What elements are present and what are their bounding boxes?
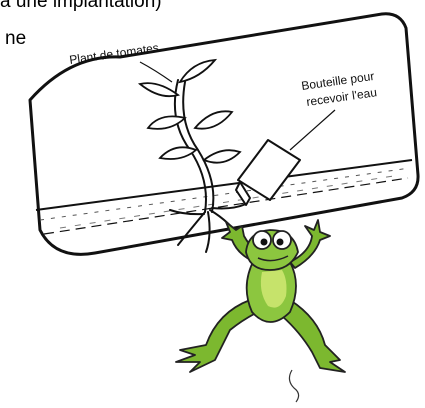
scribble-mark: [289, 370, 298, 402]
frog-mascot: [176, 220, 345, 372]
diagram-card: Plant de tomates Bouteille pour recevoir…: [30, 14, 418, 255]
